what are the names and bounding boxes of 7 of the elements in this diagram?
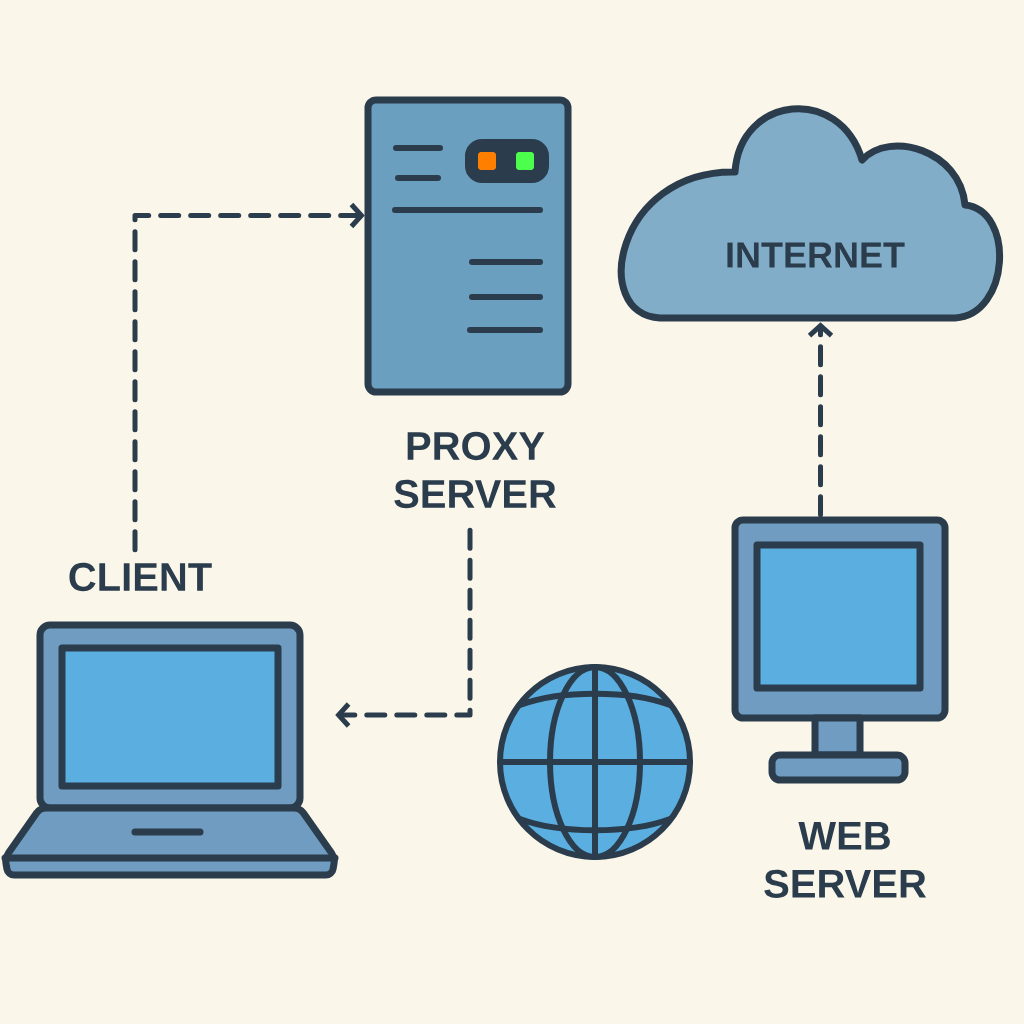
node-label: WEB SERVER (764, 822, 927, 898)
node-label: CLIENT (69, 562, 212, 592)
node-label: INTERNET (727, 242, 905, 268)
arrow (807, 322, 834, 518)
arrow (335, 527, 473, 728)
node-label: PROXY SERVER (394, 431, 557, 509)
arrow (132, 202, 365, 553)
